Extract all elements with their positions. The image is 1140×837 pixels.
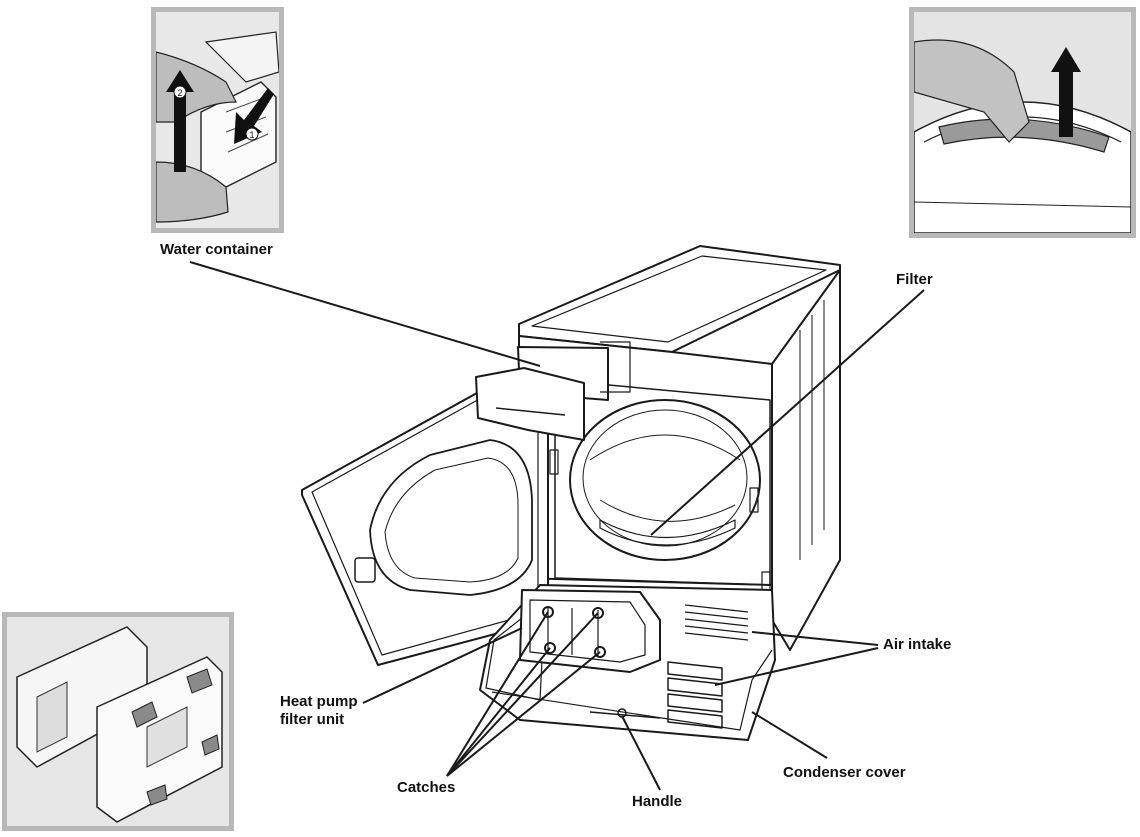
leader-heat-pump <box>362 627 523 704</box>
leader-catches-4 <box>446 651 601 777</box>
dryer-side <box>771 269 841 651</box>
heat-pump-illustration <box>7 617 229 826</box>
drum <box>569 399 761 561</box>
arrow-up-icon <box>166 70 194 172</box>
leader-condenser <box>751 711 828 759</box>
step-1-number: 1 <box>249 130 254 140</box>
label-catches: Catches <box>397 779 456 796</box>
label-filter: Filter <box>896 271 933 288</box>
door-glass <box>369 439 533 596</box>
leader-catches-1 <box>446 611 549 777</box>
label-air-intake: Air intake <box>883 636 952 653</box>
label-water-container: Water container <box>160 241 273 258</box>
label-heat-pump-line2: filter unit <box>280 711 345 728</box>
leader-catches-3 <box>446 647 551 777</box>
heat-pump-filter-unit <box>519 589 661 673</box>
label-heat-pump-line1: Heat pump <box>280 693 358 710</box>
leader-water-container <box>189 261 541 367</box>
leader-air-intake-1 <box>751 631 879 646</box>
step-2-number: 2 <box>177 88 182 98</box>
inset-heat-pump-filter <box>2 612 234 831</box>
label-handle: Handle <box>632 793 683 810</box>
leader-filter <box>650 289 925 536</box>
inset-filter <box>909 7 1136 238</box>
arrow-down-icon <box>234 88 274 144</box>
leader-air-intake-2 <box>714 647 879 686</box>
lint-filter <box>599 519 736 546</box>
water-container-illustration: 2 1 <box>156 12 279 228</box>
condenser-grille <box>667 661 723 729</box>
air-intake-grille <box>684 604 749 641</box>
leader-catches-2 <box>446 612 599 777</box>
label-condenser-cover: Condenser cover <box>783 764 906 781</box>
inset-water-container: 2 1 <box>151 7 284 233</box>
filter-illustration <box>914 12 1131 233</box>
leader-handle <box>621 715 661 791</box>
arrow-up-filter-icon <box>1051 47 1081 137</box>
